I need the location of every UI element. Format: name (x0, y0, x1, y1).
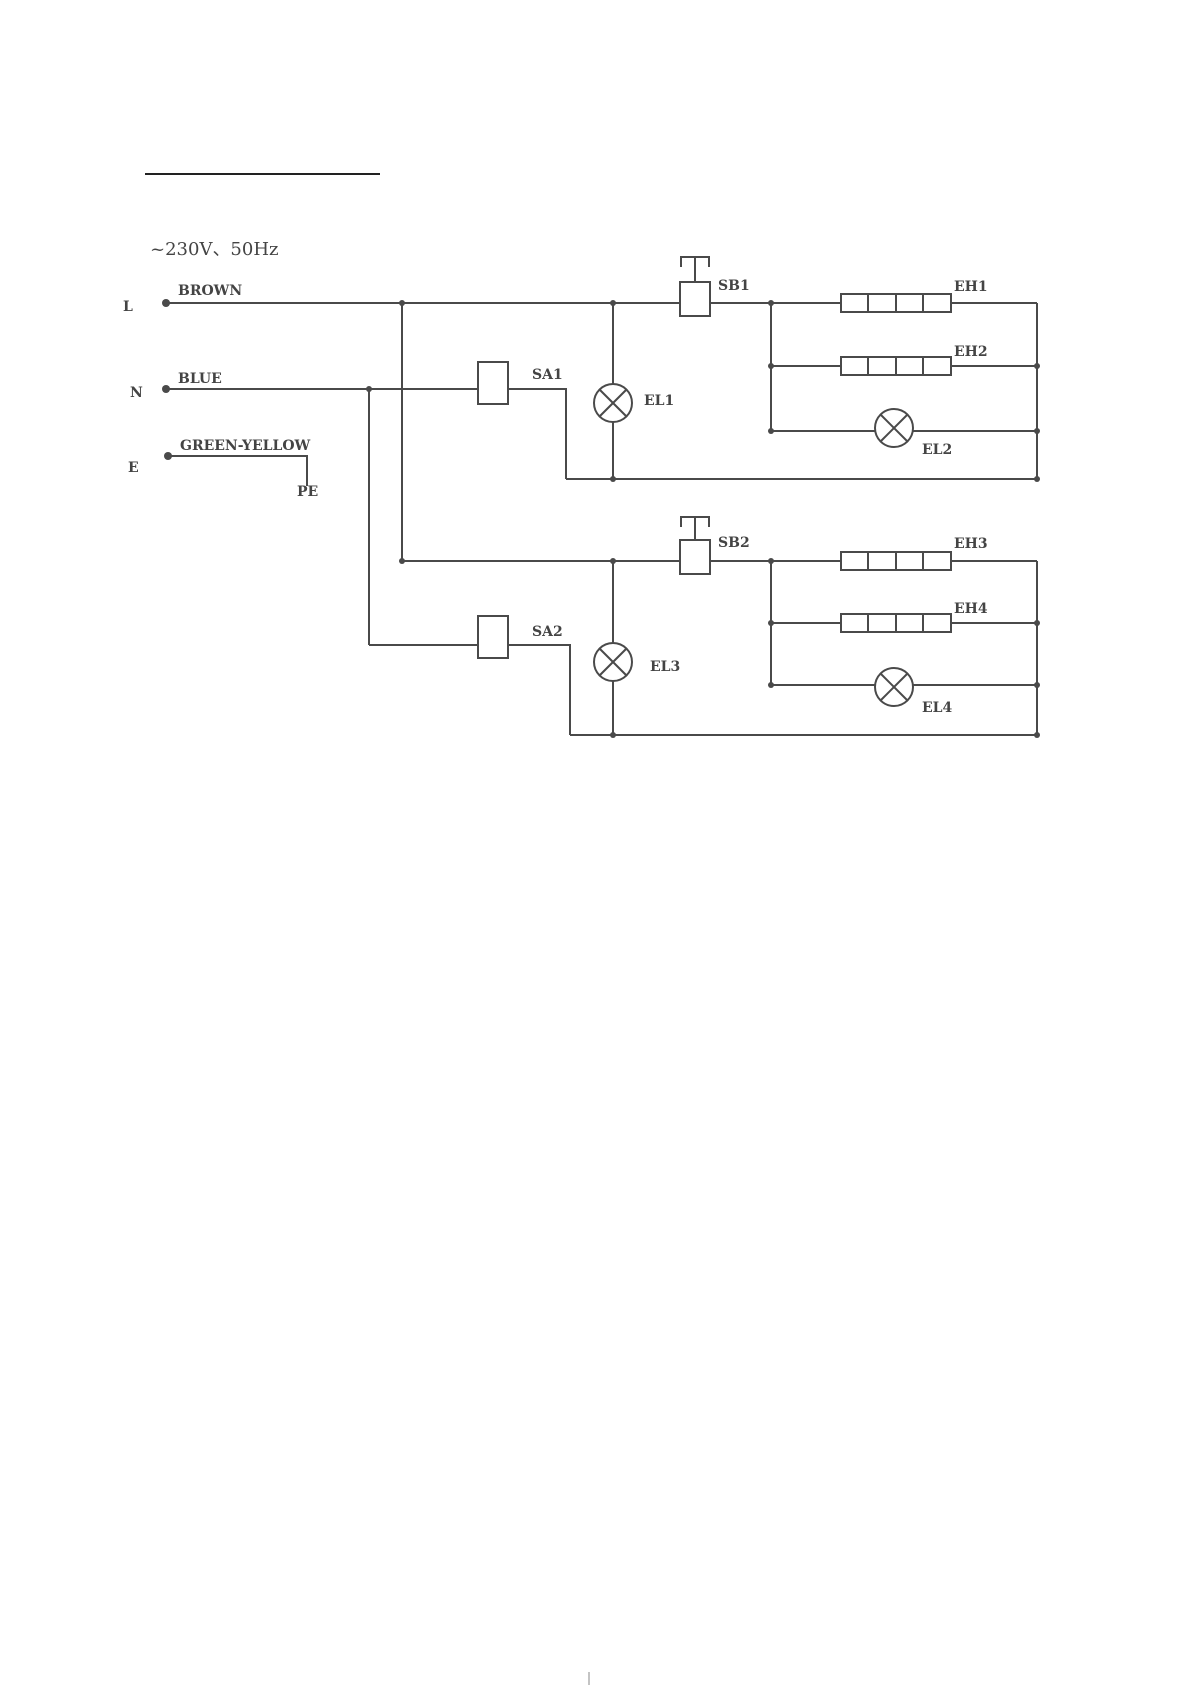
sb1-switch (680, 282, 710, 316)
eh4-heater (841, 614, 951, 632)
sa2-output-wire (508, 645, 570, 735)
sb2-switch (680, 540, 710, 574)
sa1-switch (478, 362, 508, 404)
eh1-label: EH1 (954, 279, 988, 295)
el4-lamp (875, 668, 913, 706)
sa1-output-wire (508, 389, 566, 479)
supply-label: ~230V、50Hz (150, 239, 279, 260)
eh3-heater (841, 552, 951, 570)
el2-label: EL2 (922, 442, 952, 458)
eh1-heater (841, 294, 951, 312)
brown-wire-label: BROWN (178, 283, 242, 299)
el3-label: EL3 (650, 659, 680, 675)
el1-label: EL1 (644, 393, 674, 409)
eh2-heater (841, 357, 951, 375)
terminal-n-label: N (130, 385, 143, 401)
el4-label: EL4 (922, 700, 953, 716)
sb2-label: SB2 (718, 535, 750, 551)
sa2-switch (478, 616, 508, 658)
green-yellow-wire-label: GREEN-YELLOW (180, 438, 311, 454)
sa2-label: SA2 (532, 624, 563, 640)
eh3-label: EH3 (954, 536, 988, 552)
sa1-label: SA1 (532, 367, 563, 383)
el1-lamp (594, 384, 632, 422)
el3-lamp (594, 643, 632, 681)
eh2-label: EH2 (954, 344, 988, 360)
terminal-e-label: E (128, 460, 139, 476)
earth-wire (168, 456, 307, 486)
terminal-l-label: L (123, 299, 133, 315)
el2-lamp (875, 409, 913, 447)
sb1-label: SB1 (718, 278, 750, 294)
eh4-label: EH4 (954, 601, 988, 617)
pe-label: PE (297, 484, 318, 500)
blue-wire-label: BLUE (178, 371, 222, 387)
